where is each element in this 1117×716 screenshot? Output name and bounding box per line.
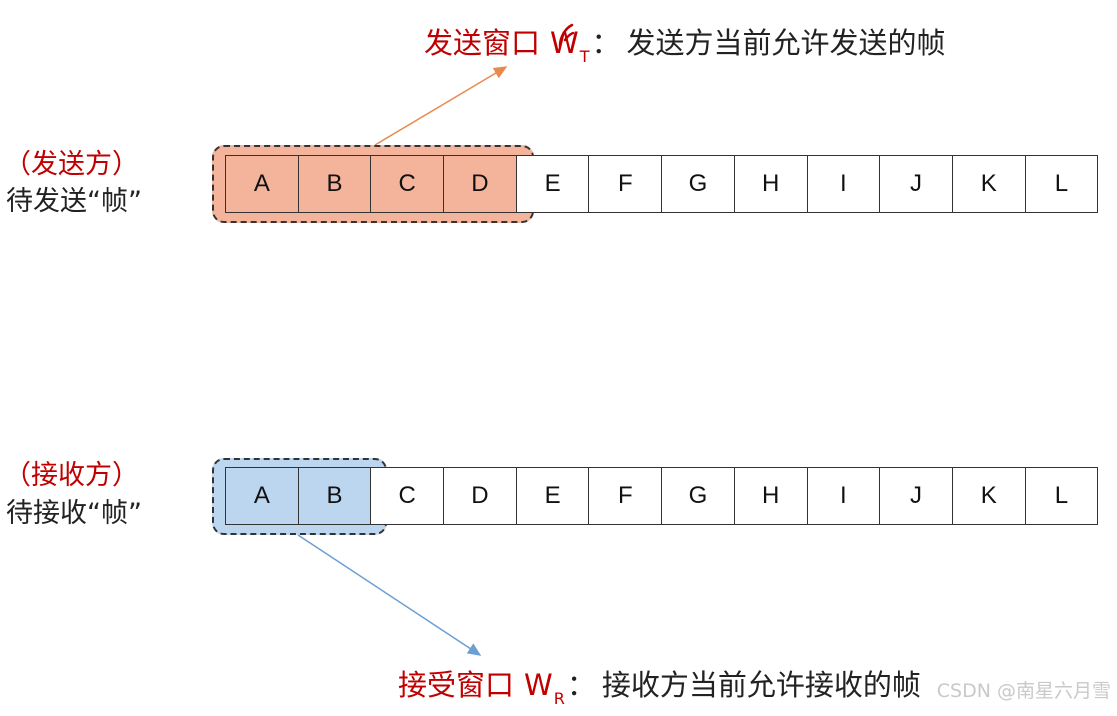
- recv-frame-j: J: [879, 467, 953, 525]
- send-frame-j: J: [879, 155, 953, 213]
- recv-frame-e: E: [515, 467, 590, 525]
- send-window-colon: ：: [591, 26, 621, 60]
- recv-frame-h: H: [733, 467, 808, 525]
- send-frame-a: A: [225, 155, 299, 213]
- send-frame-f: F: [588, 155, 663, 213]
- recv-window-name: 接受窗口: [398, 668, 515, 702]
- send-frame-e: E: [515, 155, 590, 213]
- send-frame-h: H: [733, 155, 808, 213]
- send-window-arrow: [374, 66, 508, 146]
- watermark: CSDN @南星六月雪: [936, 680, 1111, 702]
- receiver-pending-label: 待接收“帧”: [6, 498, 142, 529]
- sender-role-label: （发送方）: [4, 148, 139, 182]
- recv-window-colon: ：: [566, 668, 596, 702]
- recv-frame-l: L: [1024, 467, 1099, 525]
- send-window-name: 发送窗口: [424, 26, 541, 60]
- recv-frame-d: D: [443, 467, 517, 525]
- send-window-description: 发送方当前允许发送的帧: [626, 26, 946, 60]
- send-frame-i: I: [806, 155, 881, 213]
- send-frame-l: L: [1024, 155, 1099, 213]
- recv-frame-i: I: [806, 467, 881, 525]
- send-window-caption: 发送窗口 WT：发送方当前允许发送的帧: [424, 26, 946, 74]
- pen-mark-icon: [558, 23, 575, 48]
- recv-window-symbol: W: [524, 668, 553, 702]
- recv-frame-g: G: [661, 467, 735, 525]
- recv-window-arrow: [297, 534, 482, 656]
- recv-frame-a: A: [225, 467, 299, 525]
- recv-frame-b: B: [297, 467, 372, 525]
- send-window-subscript: T: [579, 47, 590, 66]
- recv-frame-k: K: [951, 467, 1026, 525]
- recv-window-description: 接收方当前允许接收的帧: [601, 668, 921, 702]
- sender-pending-label: 待发送“帧”: [6, 186, 142, 217]
- send-frame-d: D: [443, 155, 517, 213]
- recv-frame-f: F: [588, 467, 663, 525]
- send-frame-b: B: [297, 155, 372, 213]
- recv-window-subscript: R: [553, 689, 565, 708]
- send-window-symbol: W: [550, 26, 579, 60]
- recv-window-caption: 接受窗口 WR：接收方当前允许接收的帧: [398, 668, 921, 716]
- send-frame-g: G: [661, 155, 735, 213]
- receiver-role: （接收方）: [4, 460, 139, 491]
- receiver-role-label: （接收方）: [4, 459, 139, 493]
- send-frame-c: C: [370, 155, 445, 213]
- send-frame-k: K: [951, 155, 1026, 213]
- recv-frame-c: C: [370, 467, 445, 525]
- sender-role: （发送方）: [4, 149, 139, 180]
